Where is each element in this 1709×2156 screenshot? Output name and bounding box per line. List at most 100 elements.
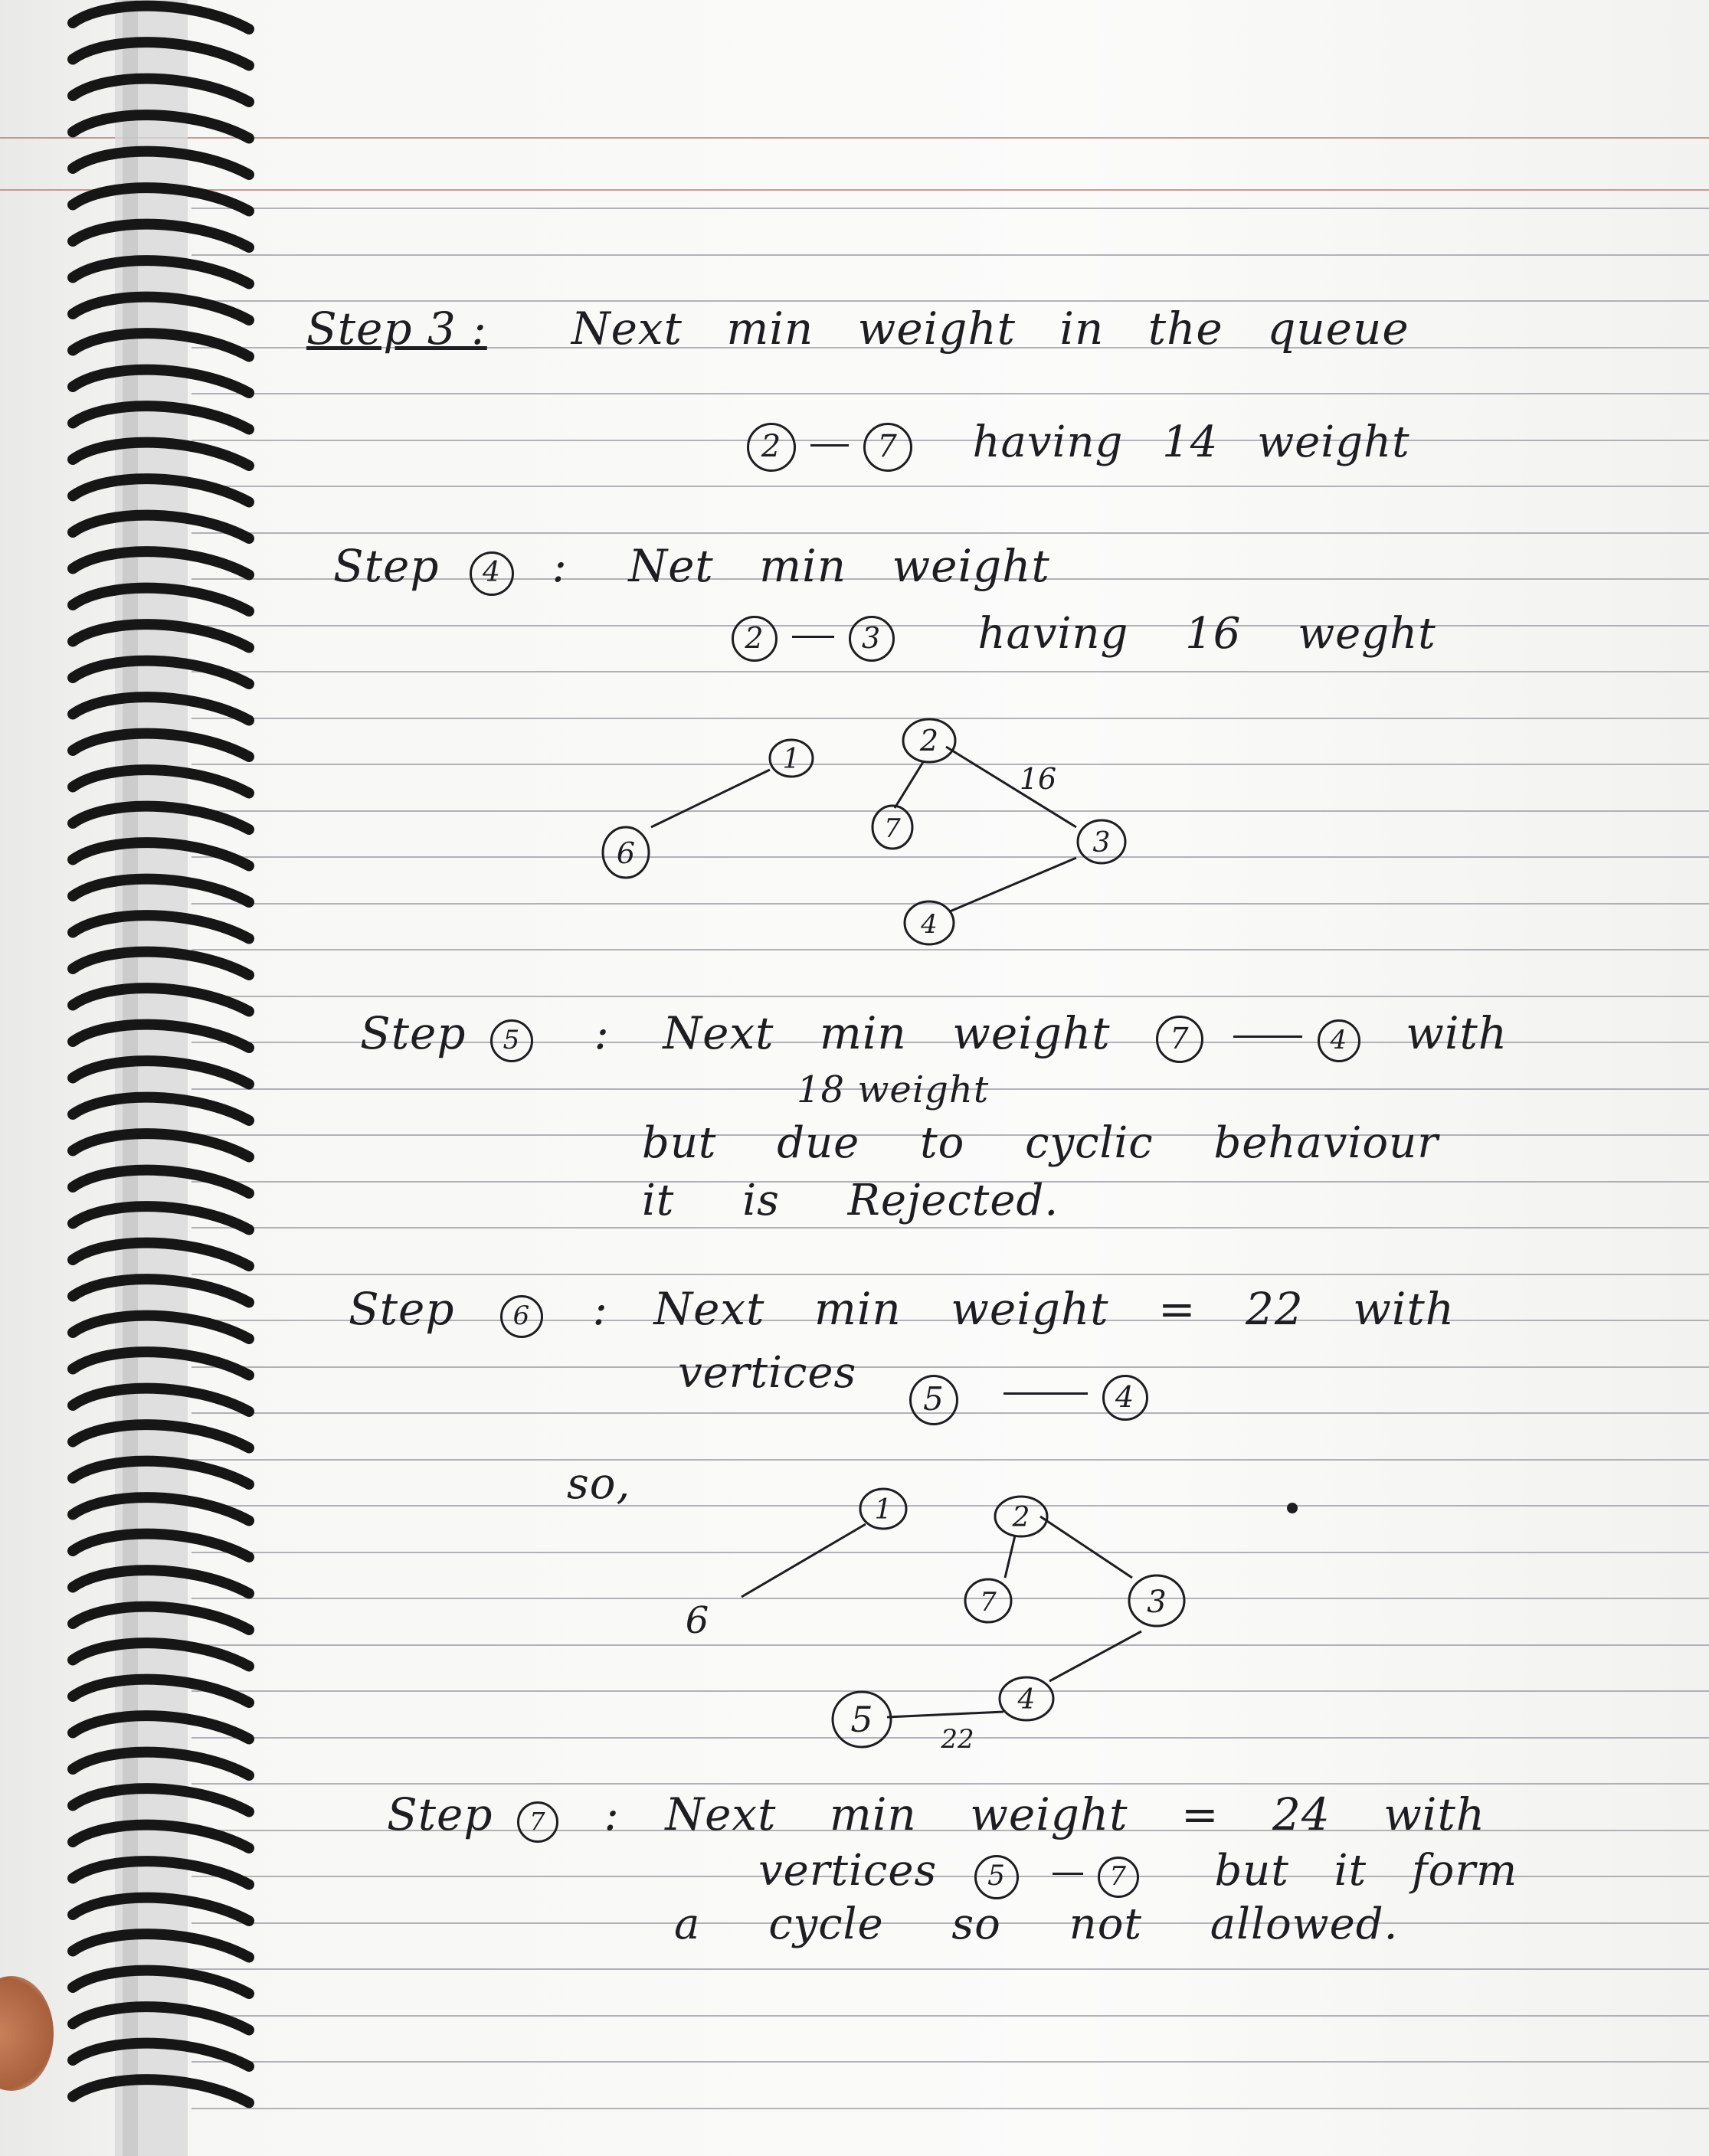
spiral-coil xyxy=(67,364,254,398)
graph2-node-5: 5 xyxy=(850,1699,873,1740)
spiral-coil xyxy=(67,2074,254,2109)
spiral-coil xyxy=(67,2001,254,2036)
graph2-edge-5-4 xyxy=(886,1710,1004,1719)
graph1-node-7: 7 xyxy=(884,813,901,844)
step5-edge-dash xyxy=(1233,1035,1303,1039)
spiral-coil xyxy=(67,2037,254,2072)
graph1-node-circle-4 xyxy=(903,900,955,946)
step6-edge-dash xyxy=(1003,1392,1088,1395)
graph2-node-7: 7 xyxy=(980,1587,997,1618)
graph2-edge-label: 22 xyxy=(940,1724,974,1755)
spiral-coil xyxy=(67,1164,254,1199)
step4-detail: having 16 weght xyxy=(977,609,1436,659)
spiral-coil xyxy=(67,1892,254,1926)
spiral-coil xyxy=(67,328,254,362)
step7-line2: vertices 5 7 but it form xyxy=(758,1846,1517,1899)
graph1-node-3: 3 xyxy=(1093,827,1111,859)
graph1-edge-label: 16 xyxy=(1020,762,1056,796)
step5-number: 5 xyxy=(489,1019,533,1062)
step6-label: Step xyxy=(349,1283,455,1335)
step3-vertex-b: 7 xyxy=(863,423,912,472)
step3-label: Step 3 : xyxy=(306,303,487,355)
spiral-coil xyxy=(67,1346,254,1381)
spiral-coil xyxy=(67,1673,254,1708)
step3-edge-dash xyxy=(810,444,849,447)
spiral-coil xyxy=(67,0,254,34)
graph1-node-1: 1 xyxy=(783,744,800,775)
graph1-node-4: 4 xyxy=(920,909,938,940)
spiral-coil xyxy=(67,291,254,326)
spiral-coil xyxy=(67,1965,254,1999)
step4-number: 4 xyxy=(469,551,514,596)
step4-edge-dash xyxy=(791,636,834,638)
spiral-coil xyxy=(67,1274,254,1308)
step3-edge-line: 2 7 having 14 weight xyxy=(747,417,1410,472)
spiral-coil xyxy=(67,692,254,726)
spiral-coil xyxy=(67,146,254,180)
spiral-coil xyxy=(67,1419,254,1454)
step4-label: Step xyxy=(333,540,440,592)
graph1-node-circle-3 xyxy=(1076,819,1127,865)
spiral-binding xyxy=(67,0,254,2156)
spiral-coil xyxy=(67,473,254,508)
step3-vertex-a: 2 xyxy=(747,423,796,472)
spiral-coil xyxy=(67,655,254,689)
step6-vertices: vertices xyxy=(678,1348,857,1398)
spiral-coil xyxy=(67,1310,254,1344)
step5-colon: : xyxy=(594,1007,610,1059)
spiral-coil xyxy=(67,983,254,1017)
spiral-coil xyxy=(67,1565,254,1599)
spiral-coil xyxy=(67,1783,254,1817)
step5-label: Step xyxy=(360,1007,467,1059)
spiral-coil xyxy=(67,182,254,217)
graph2-edge-2-7 xyxy=(1003,1535,1017,1579)
spiral-coil xyxy=(67,946,254,980)
spiral-coil xyxy=(67,1492,254,1526)
graph1-edge-6-1 xyxy=(650,768,771,829)
spiral-coil xyxy=(67,1201,254,1235)
ink-dot xyxy=(1287,1503,1298,1513)
graph2-node-circle-5 xyxy=(831,1690,892,1749)
step4-text: Net min weight xyxy=(628,540,1050,592)
step6-number: 6 xyxy=(499,1295,543,1338)
spiral-coil xyxy=(67,910,254,944)
spiral-coil xyxy=(67,1091,254,1126)
spiral-coil xyxy=(67,255,254,290)
graph2-node-6: 6 xyxy=(686,1599,709,1642)
step5-line: Step 5 : Next min weight 7 4 with xyxy=(360,1007,1508,1063)
spiral-coil xyxy=(67,1528,254,1562)
graph1-edge-2-7 xyxy=(893,761,925,809)
step7-vertex-a: 5 xyxy=(974,1855,1020,1899)
step6-vertex-b: 4 xyxy=(1102,1375,1148,1421)
graph1-node-circle-1 xyxy=(768,738,814,778)
graph2-node-2: 2 xyxy=(1012,1502,1030,1533)
step7-vertices: vertices xyxy=(758,1846,938,1896)
graph2-node-circle-2 xyxy=(994,1495,1049,1538)
step7-edge-dash xyxy=(1052,1873,1083,1875)
spiral-coil xyxy=(67,218,254,253)
graph2-edge-2-3 xyxy=(1039,1515,1133,1579)
step7-number: 7 xyxy=(516,1801,558,1843)
spiral-coil xyxy=(67,837,254,872)
graph1-node-circle-7 xyxy=(871,804,914,850)
graph1-node-circle-6 xyxy=(601,826,650,879)
spiral-coil xyxy=(67,1929,254,1963)
spiral-coil xyxy=(67,37,254,71)
spiral-coil xyxy=(67,1601,254,1635)
spiral-coil xyxy=(67,1856,254,1890)
spiral-coil xyxy=(67,1746,254,1781)
graph2-node-4: 4 xyxy=(1017,1684,1036,1716)
step4-vertex-b: 3 xyxy=(848,616,895,662)
graph2-edge-6-1 xyxy=(741,1523,866,1598)
step5-line4: it is Rejected. xyxy=(642,1176,1059,1225)
spiral-coil xyxy=(67,619,254,653)
step3-line: Step 3 :Next min weight in the queue xyxy=(306,303,1409,355)
spiral-coil xyxy=(67,1128,254,1163)
spiral-coil xyxy=(67,1055,254,1090)
step6-colon: : xyxy=(592,1283,608,1335)
step7-vertex-b: 7 xyxy=(1097,1857,1139,1898)
step5-with: with xyxy=(1406,1007,1508,1059)
